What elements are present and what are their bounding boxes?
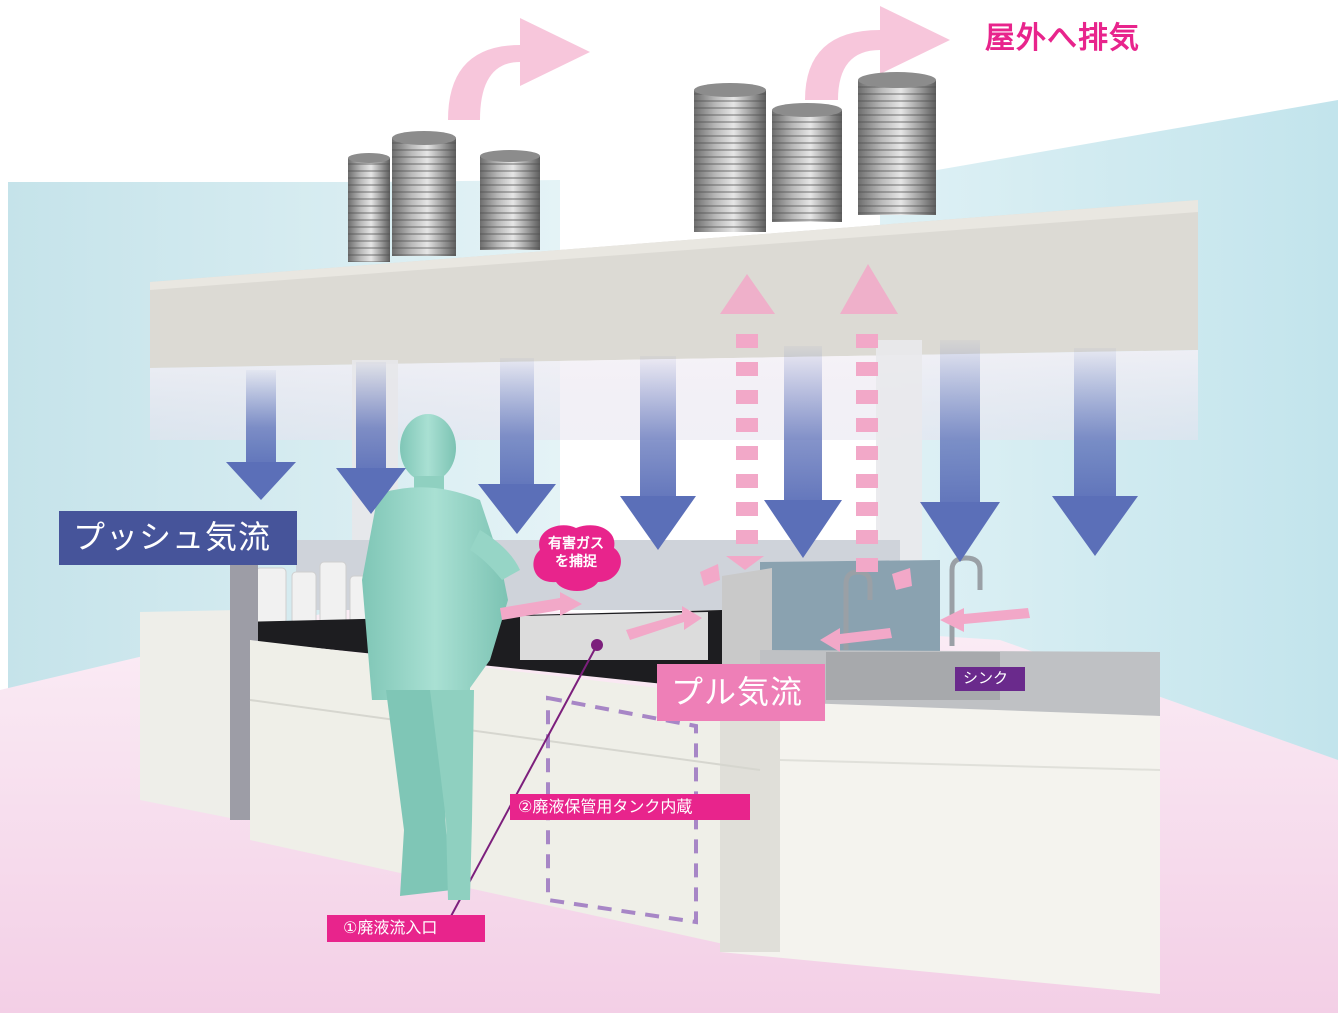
inlet-leader-line bbox=[449, 644, 598, 919]
waste-tank-label: ②廃液保管用タンク内蔵 bbox=[510, 794, 750, 820]
tank-outline bbox=[546, 695, 698, 925]
push-airflow-label: プッシュ気流 bbox=[59, 511, 297, 565]
exhaust-arrow-left bbox=[448, 18, 590, 120]
cabinet-base bbox=[140, 560, 1161, 994]
exhaust-outdoors-label: 屋外へ排気 bbox=[985, 21, 1140, 56]
waste-inlet-label: ①廃液流入口 bbox=[327, 915, 485, 942]
hood-column bbox=[876, 340, 922, 570]
downward-push-arrow-icon bbox=[226, 340, 1138, 562]
pull-airflow-label: プル気流 bbox=[657, 664, 825, 721]
inlet-point bbox=[591, 639, 603, 651]
capture-badge-shape bbox=[533, 525, 621, 591]
capture-badge-line2: を捕捉 bbox=[555, 554, 597, 570]
pull-airflow-side-arrows bbox=[500, 592, 1030, 652]
harmful-gas-capture-badge: 有害ガス を捕捉 bbox=[538, 530, 614, 580]
sink-label: シンク bbox=[955, 667, 1025, 691]
exhaust-duct-icon bbox=[348, 72, 936, 262]
exhaust-arrow-right bbox=[805, 6, 950, 100]
person-figure-icon bbox=[362, 414, 520, 900]
upward-pull-arrow-icon bbox=[700, 264, 912, 590]
capture-badge-line1: 有害ガス bbox=[548, 536, 604, 552]
